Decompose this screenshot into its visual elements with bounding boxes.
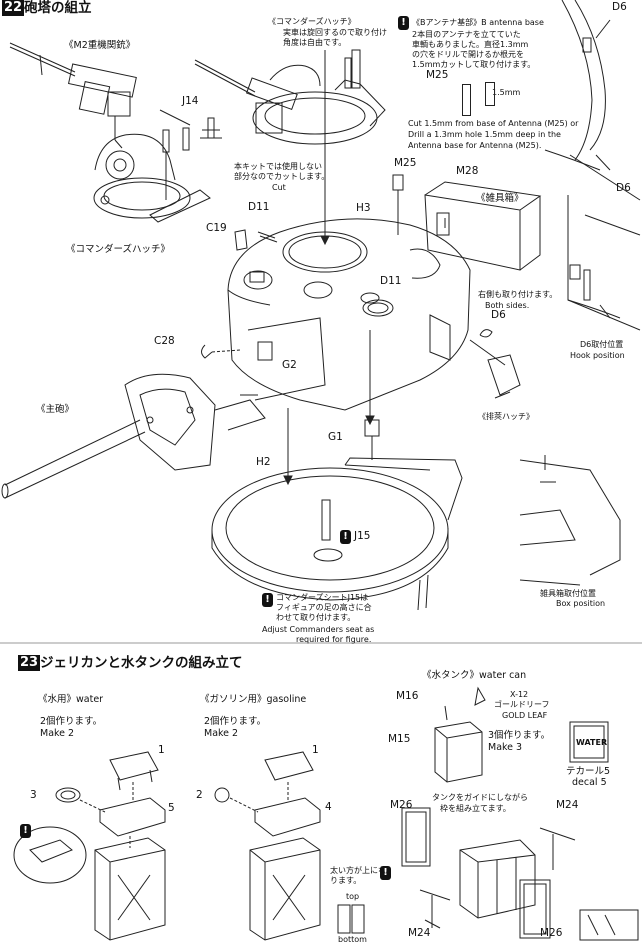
antenna-note-en1: Cut 1.5mm from base of Antenna (M25) or	[408, 119, 579, 128]
both-sides-note-jp: 右側も取り付けます。	[478, 290, 558, 299]
part-g2-label: G2	[282, 359, 297, 371]
paint-code: X-12	[510, 690, 529, 699]
gasoline-can-make-jp: 2個作ります。	[204, 716, 267, 727]
part-m24-label-b: M24	[408, 927, 431, 939]
water-can-title: 《水用》water	[38, 694, 104, 705]
decal-label-en: decal 5	[572, 777, 607, 788]
gasoline-part-2: 2	[196, 789, 203, 801]
commander-hatch-note-title: 《コマンダーズハッチ》	[268, 17, 356, 26]
part-c28-label: C28	[154, 335, 175, 347]
caution-icon-frame: !	[380, 866, 391, 880]
frame-top-label: top	[346, 892, 360, 901]
seat-note-line3: わせて取り付けます。	[276, 613, 356, 622]
antenna-note-line1: 2本目のアンテナを立てていた	[412, 30, 521, 39]
part-m26-label-a: M26	[390, 799, 413, 811]
decal-water-text: WATER	[576, 738, 608, 747]
part-j14-label: J14	[182, 95, 199, 107]
water-part-3: 3	[30, 789, 37, 801]
antenna-note-en2: Drill a 1.3mm hole 1.5mm deep in the	[408, 130, 561, 139]
gasoline-part-4: 4	[325, 801, 332, 813]
part-m28-label: M28	[456, 165, 479, 177]
caution-icon-j15: !	[340, 530, 351, 544]
antenna-base-part	[462, 84, 471, 116]
cut-note-line2: 部分なのでカットします。	[234, 172, 330, 181]
d6-hook-position-jp: D6取付位置	[580, 340, 624, 349]
step-22-number: 22	[2, 0, 25, 16]
part-d11-label-a: D11	[248, 201, 270, 213]
misc-box-label: 《雑具箱》	[476, 193, 524, 204]
frame-note-line2: 枠を組み立てます。	[440, 804, 511, 813]
seat-note-line2: フィギュアの足の高さに合	[276, 603, 372, 612]
water-tank-make-en: Make 3	[488, 742, 523, 753]
part-d11-label-b: D11	[380, 275, 402, 287]
frame-note-line1: タンクをガイドにしながら	[432, 793, 528, 802]
part-m25-label: M25	[394, 157, 417, 169]
water-can-make-jp: 2個作ります。	[40, 716, 103, 727]
commander-hatch-note-line1: 実車は旋回するので取り付け	[283, 28, 387, 37]
thick-side-up-line2: ります。	[330, 876, 362, 885]
antenna-note-title: 《Bアンテナ基部》B antenna base	[412, 18, 544, 27]
step-23-number: 23	[18, 655, 41, 671]
seat-note-line5: required for figure.	[296, 635, 372, 644]
antenna-dimension: 1.5mm	[492, 88, 521, 97]
paint-name-en: GOLD LEAF	[502, 711, 548, 720]
cut-note-line1: 本キットでは使用しない	[234, 162, 322, 171]
m2-machine-gun-label: 《M2重機関銃》	[64, 40, 136, 51]
water-part-1: 1	[158, 744, 165, 756]
part-g1-label: G1	[328, 431, 343, 443]
water-tank-title: 《水タンク》water can	[422, 670, 527, 681]
part-d6-label-mid: D6	[616, 182, 631, 194]
antenna-m25-label: M25	[426, 69, 449, 81]
antenna-note-en3: Antenna base for Antenna (M25).	[408, 141, 542, 150]
d6-hook-position-en: Hook position	[570, 351, 625, 360]
part-m26-label-b: M26	[540, 927, 563, 939]
cut-note-line3: Cut	[272, 183, 286, 192]
seat-note-line1: コマンダーズシートJ15は	[276, 593, 369, 602]
seat-note-line4: Adjust Commanders seat as	[262, 625, 375, 634]
main-gun-label: 《主砲》	[36, 404, 75, 415]
box-position-jp: 雑具箱取付位置	[540, 589, 596, 598]
part-h3-label: H3	[356, 202, 371, 214]
box-position-en: Box position	[556, 599, 606, 608]
caution-icon: !	[398, 16, 409, 30]
gasoline-can-title: 《ガソリン用》gasoline	[200, 694, 307, 705]
frame-bottom-label: bottom	[338, 935, 367, 944]
thick-side-up-line1: 太い方が上にな	[330, 866, 386, 875]
part-m15-label: M15	[388, 733, 411, 745]
caution-icon-water: !	[20, 824, 31, 838]
commander-hatch-note-line2: 角度は自由です。	[283, 38, 347, 47]
water-part-5: 5	[168, 802, 175, 814]
part-j15-label: J15	[354, 530, 371, 542]
commander-hatch-label-left: 《コマンダーズハッチ》	[66, 244, 171, 255]
part-h2-label: H2	[256, 456, 271, 468]
part-d6-label-top: D6	[612, 1, 627, 13]
step-22-title: 砲塔の組立	[24, 0, 92, 16]
part-c19-label: C19	[206, 222, 227, 234]
antenna-note-line2: 車輌もありました。直径1.3mm	[412, 40, 529, 49]
gasoline-can-make-en: Make 2	[204, 728, 239, 739]
antenna-note-line4: 1.5mmカットして取り付けます。	[412, 60, 536, 69]
water-tank-make-jp: 3個作ります。	[488, 730, 551, 741]
decal-label-jp: テカール5	[566, 766, 611, 777]
escape-hatch-label: 《排莢ハッチ》	[478, 412, 534, 421]
paint-name-jp: ゴールドリーフ	[494, 700, 550, 709]
water-can-make-en: Make 2	[40, 728, 75, 739]
both-sides-note-en: Both sides.	[485, 301, 530, 310]
gasoline-part-1: 1	[312, 744, 319, 756]
antenna-base-cut	[485, 82, 495, 106]
step-23-title: ジェリカンと水タンクの組み立て	[40, 655, 243, 671]
part-m24-label-a: M24	[556, 799, 579, 811]
caution-icon-seat: !	[262, 593, 273, 607]
part-m16-label: M16	[396, 690, 419, 702]
antenna-note-line3: の穴をドリルで開けるか根元を	[412, 50, 524, 59]
part-d6-label-right: D6	[491, 309, 506, 321]
